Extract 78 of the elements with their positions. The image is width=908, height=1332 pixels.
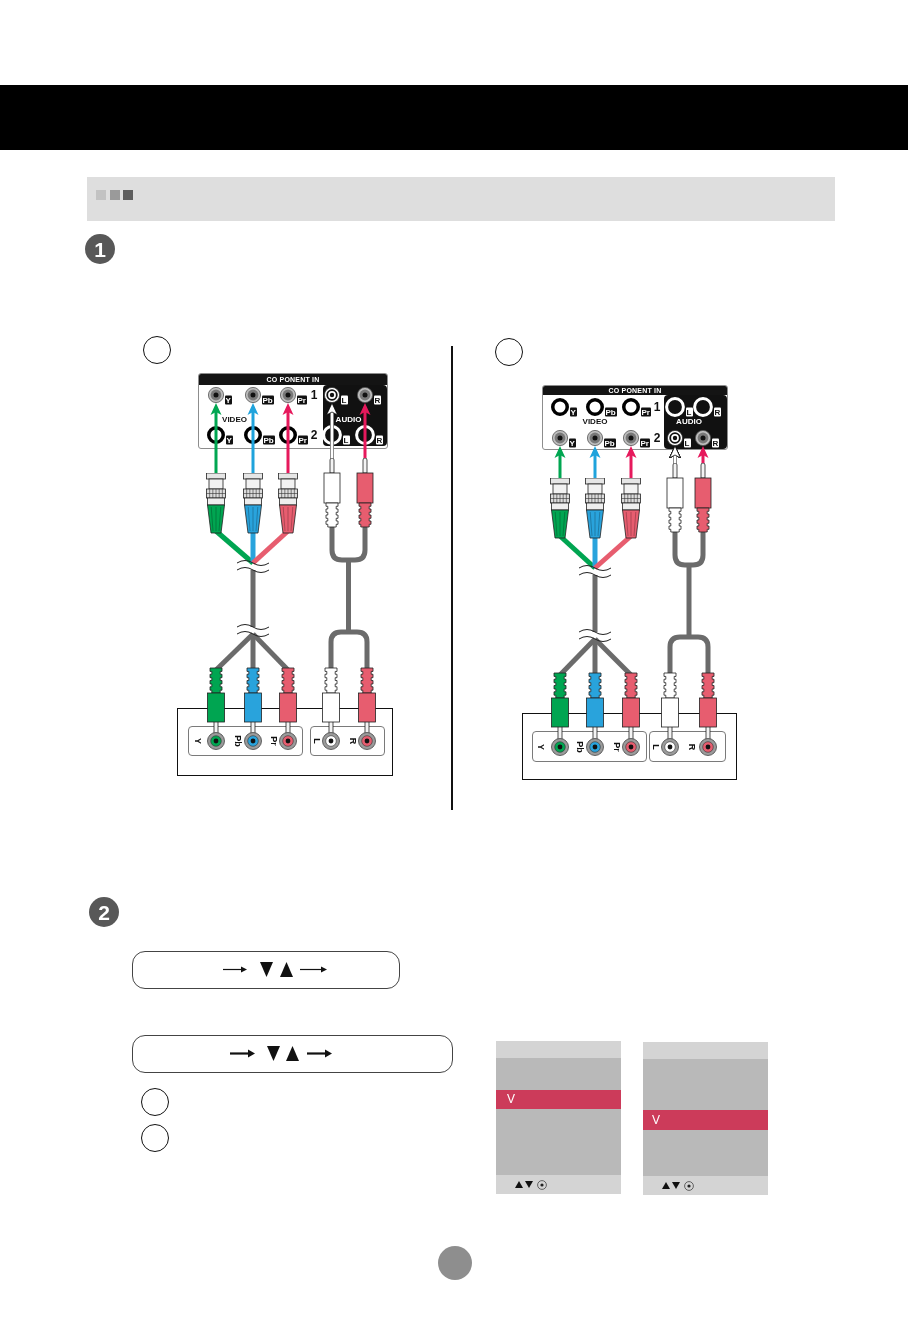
highlighted-menu-row: V <box>496 1090 621 1109</box>
arrow <box>697 446 709 463</box>
port-label: R <box>686 743 696 751</box>
video-jack <box>280 387 296 403</box>
video-jack <box>245 387 261 403</box>
video-jack <box>208 387 224 403</box>
jack-label: Pr <box>640 407 651 417</box>
callout-circle <box>141 1088 169 1116</box>
port-label: Pb <box>232 735 242 747</box>
jack-label: L <box>340 395 348 405</box>
audio-jack-group <box>664 395 727 449</box>
group-label: VIDEO <box>222 416 247 424</box>
jack-label: Pb <box>604 407 617 417</box>
arrow <box>589 446 601 478</box>
callout-circle <box>143 336 171 364</box>
audio-jack-group <box>323 385 387 446</box>
key-sequence-box <box>132 951 400 989</box>
jack-label: Pr <box>639 438 650 448</box>
port-label: L <box>650 744 660 750</box>
jack-label: R <box>375 435 384 445</box>
jack-label: L <box>342 435 350 445</box>
row-number: 1 <box>653 401 661 413</box>
highlighted-menu-row: V <box>643 1110 768 1130</box>
jack-label: Y <box>224 395 232 405</box>
port-label: Pb <box>574 741 584 753</box>
port-label: Pr <box>268 736 278 746</box>
audio-jack <box>665 397 685 417</box>
jack-panel <box>542 385 728 450</box>
group-label: AUDIO <box>676 418 702 426</box>
jack-panel <box>198 373 388 449</box>
jack-label: Pr <box>297 435 308 445</box>
row-number: 2 <box>653 432 661 444</box>
row-number: 1 <box>310 389 318 401</box>
arrow <box>554 446 566 478</box>
video-jack <box>552 430 568 446</box>
port-label: R <box>347 737 357 745</box>
jack-label: Y <box>569 407 577 417</box>
jack-label: Y <box>568 438 576 448</box>
callout-circle <box>141 1124 169 1152</box>
jack-label: R <box>713 407 722 417</box>
video-jack <box>587 430 603 446</box>
jack-label: Y <box>225 435 233 445</box>
group-label: AUDIO <box>335 416 362 424</box>
callout-circle <box>495 338 523 366</box>
arrow <box>625 446 637 478</box>
arrow <box>210 403 222 473</box>
audio-jack <box>357 387 373 403</box>
group-label: VIDEO <box>582 418 608 426</box>
jack-label: R <box>373 395 382 405</box>
arrow <box>282 403 294 473</box>
port-label: Y <box>192 737 202 744</box>
key-sequence-box <box>132 1035 453 1073</box>
jack-label: Pb <box>603 438 616 448</box>
step-number-badge: 2 <box>89 897 119 927</box>
menu-screen <box>643 1042 768 1195</box>
jack-label: R <box>711 438 720 448</box>
jack-label: L <box>685 407 693 417</box>
page-number-circle <box>438 1246 472 1280</box>
audio-jack <box>693 397 713 417</box>
jack-label: Pb <box>261 395 274 405</box>
jack-label: Pb <box>262 435 275 445</box>
audio-jack <box>695 430 711 446</box>
port-label: L <box>311 738 321 744</box>
video-jack <box>586 398 604 416</box>
port-label: Pr <box>611 742 621 752</box>
port-label: Y <box>535 743 545 750</box>
jack-label: L <box>683 438 691 448</box>
video-jack <box>623 430 639 446</box>
step-number-badge: 1 <box>85 234 115 264</box>
menu-screen <box>496 1041 621 1194</box>
video-jack <box>551 398 569 416</box>
arrow <box>247 403 259 473</box>
video-jack <box>622 398 640 416</box>
arrow <box>359 403 371 458</box>
jack-label: Pr <box>296 395 307 405</box>
row-number: 2 <box>310 429 318 441</box>
audio-jack <box>667 430 683 446</box>
audio-jack <box>324 387 340 403</box>
